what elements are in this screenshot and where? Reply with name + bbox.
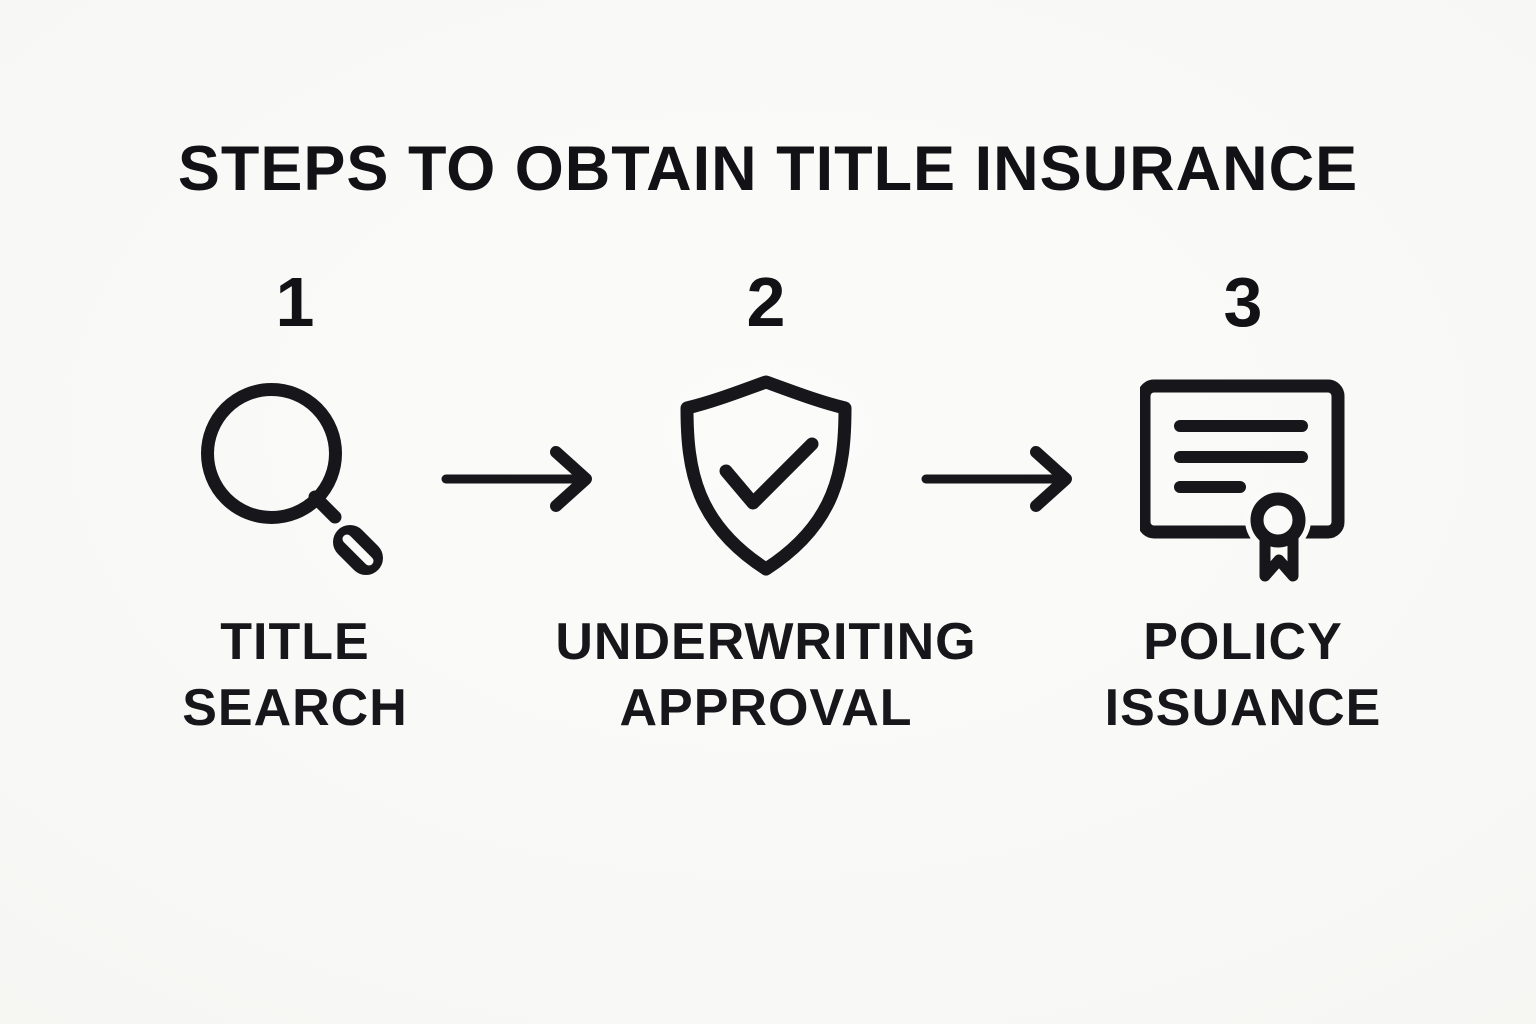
certificate-icon: [1023, 372, 1463, 582]
step-label-line2: APPROVAL: [619, 679, 913, 737]
step-policy-issuance: 3 POLICY ISSUANCE: [1023, 262, 1463, 741]
step-label-line2: SEARCH: [182, 679, 408, 737]
step-number: 1: [275, 263, 315, 341]
step-label-line1: POLICY: [1143, 613, 1343, 671]
magnifier-icon: [75, 372, 515, 582]
arrow-right-icon: [438, 433, 606, 525]
step-label: POLICY ISSUANCE: [1023, 609, 1463, 741]
step-label: TITLE SEARCH: [75, 609, 515, 741]
shield-check-icon: [546, 372, 986, 582]
step-label-line1: TITLE: [220, 613, 370, 671]
step-label: UNDERWRITING APPROVAL: [546, 609, 986, 741]
step-number: 3: [1223, 263, 1263, 341]
step-number: 2: [746, 263, 786, 341]
page-title: STEPS TO OBTAIN TITLE INSURANCE: [177, 134, 1359, 205]
step-label-line2: ISSUANCE: [1104, 679, 1382, 737]
step-title-search: 1 TITLE SEARCH: [75, 262, 515, 741]
arrow-right-icon: [918, 433, 1086, 525]
step-underwriting-approval: 2 UNDERWRITING APPROVAL: [546, 262, 986, 741]
step-label-line1: UNDERWRITING: [555, 613, 977, 671]
